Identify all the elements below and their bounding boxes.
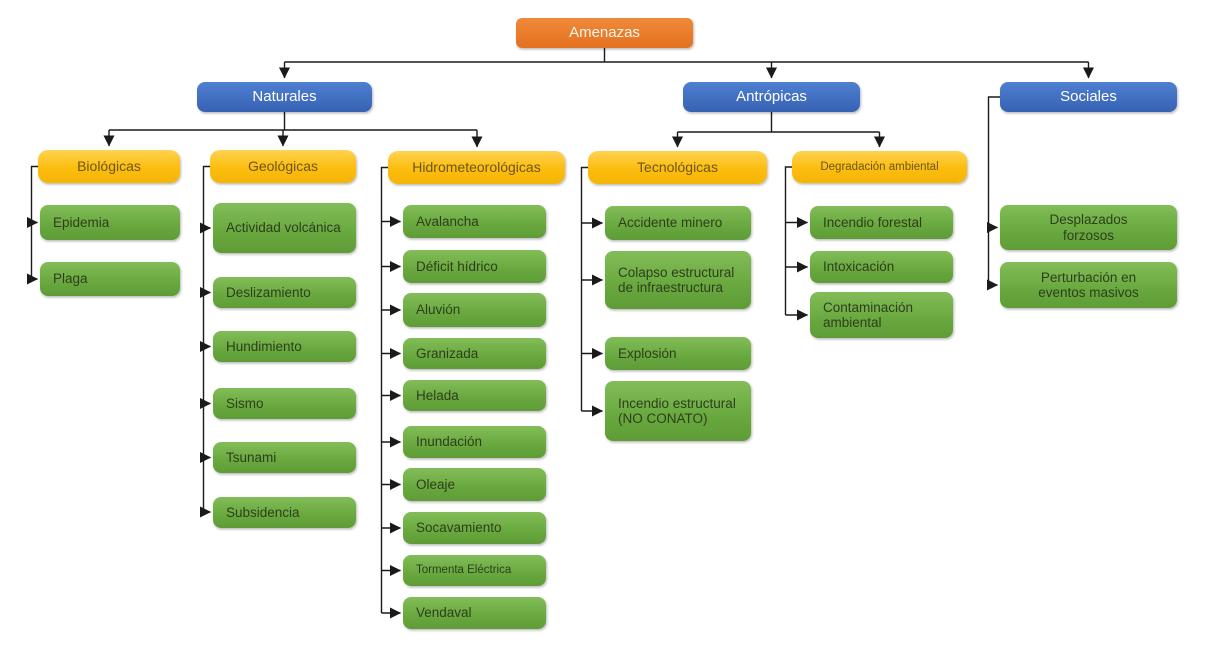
- node-sismo: Sismo: [213, 388, 356, 419]
- node-naturales: Naturales: [197, 82, 372, 112]
- node-perturbacion-eventos-masivos: Perturbación en eventos masivos: [1000, 262, 1177, 308]
- node-epidemia: Epidemia: [40, 205, 180, 240]
- node-colapso-estructural: Colapso estructural de infraestructura: [605, 251, 751, 309]
- node-deficit-hidrico: Déficit hídrico: [403, 250, 546, 283]
- node-aluvion: Aluvión: [403, 293, 546, 327]
- node-tecnologicas: Tecnológicas: [588, 151, 767, 184]
- node-geologicas: Geológicas: [210, 150, 356, 183]
- node-inundacion: Inundación: [403, 426, 546, 458]
- node-hidrometeorologicas: Hidrometeorológicas: [388, 151, 565, 184]
- node-plaga: Plaga: [40, 262, 180, 296]
- node-actividad-volcanica: Actividad volcánica: [213, 203, 356, 253]
- node-incendio-estructural: Incendio estructural (NO CONATO): [605, 381, 751, 441]
- node-explosion: Explosión: [605, 337, 751, 370]
- node-biologicas: Biológicas: [38, 150, 180, 183]
- node-granizada: Granizada: [403, 338, 546, 369]
- node-oleaje: Oleaje: [403, 468, 546, 501]
- node-accidente-minero: Accidente minero: [605, 206, 751, 240]
- node-contaminacion-ambiental: Contaminación ambiental: [810, 292, 953, 338]
- node-avalancha: Avalancha: [403, 205, 546, 238]
- node-hundimiento: Hundimiento: [213, 331, 356, 362]
- node-intoxicacion: Intoxicación: [810, 251, 953, 283]
- node-desplazados-forzosos: Desplazados forzosos: [1000, 205, 1177, 250]
- node-incendio-forestal: Incendio forestal: [810, 206, 953, 239]
- node-vendaval: Vendaval: [403, 597, 546, 629]
- node-tormenta-electrica: Tormenta Eléctrica: [403, 555, 546, 586]
- node-amenazas: Amenazas: [516, 18, 693, 48]
- node-tsunami: Tsunami: [213, 442, 356, 473]
- node-sociales: Sociales: [1000, 82, 1177, 112]
- node-degradacion-ambiental: Degradación ambiental: [792, 151, 967, 183]
- node-deslizamiento: Deslizamiento: [213, 277, 356, 308]
- node-antropicas: Antrópicas: [683, 82, 860, 112]
- node-subsidencia: Subsidencia: [213, 497, 356, 528]
- node-socavamiento: Socavamiento: [403, 512, 546, 544]
- node-helada: Helada: [403, 380, 546, 411]
